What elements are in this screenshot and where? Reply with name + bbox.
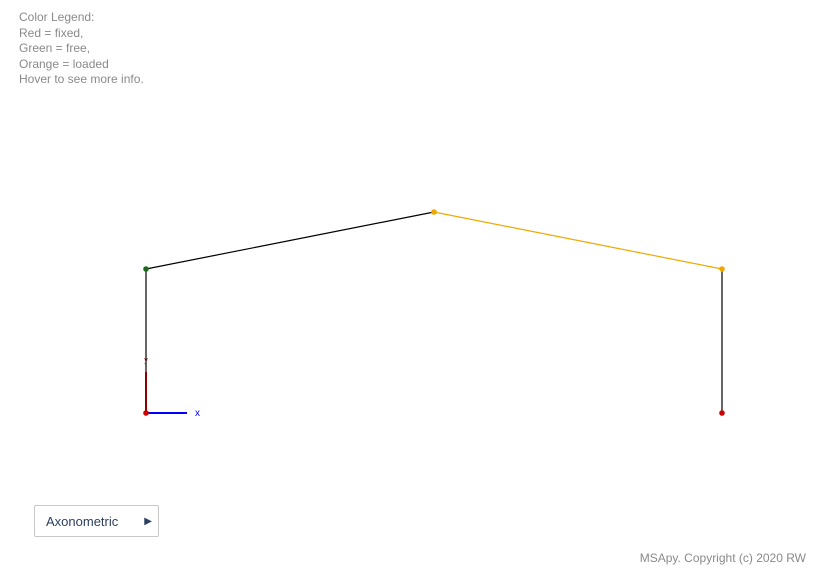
play-arrow-icon: ▶ — [144, 515, 152, 527]
node-fixed-right[interactable] — [719, 410, 725, 416]
legend-fixed: Red = fixed, — [19, 25, 84, 40]
member-right-rafter-loaded[interactable] — [433, 211, 723, 270]
y-axis-label: y — [144, 357, 148, 364]
view-mode-label: Axonometric — [46, 513, 119, 529]
x-axis-label: x — [195, 408, 200, 419]
color-legend: Color Legend: Red = fixed, Green = free,… — [19, 10, 144, 88]
copyright-notice: MSApy. Copyright (c) 2020 RW — [639, 551, 806, 565]
node-loaded-right[interactable] — [719, 266, 725, 272]
view-mode-button[interactable]: Axonometric ▶ — [34, 505, 159, 537]
node-fixed-left[interactable] — [143, 410, 149, 416]
node-loaded-apex[interactable] — [431, 209, 437, 215]
legend-hover-hint: Hover to see more info. — [19, 72, 144, 87]
legend-free: Green = free, — [19, 41, 91, 56]
legend-title: Color Legend: — [19, 10, 95, 24]
member-left-rafter[interactable] — [145, 211, 435, 270]
legend-loaded: Orange = loaded — [19, 56, 109, 71]
node-free-left[interactable] — [143, 266, 149, 272]
